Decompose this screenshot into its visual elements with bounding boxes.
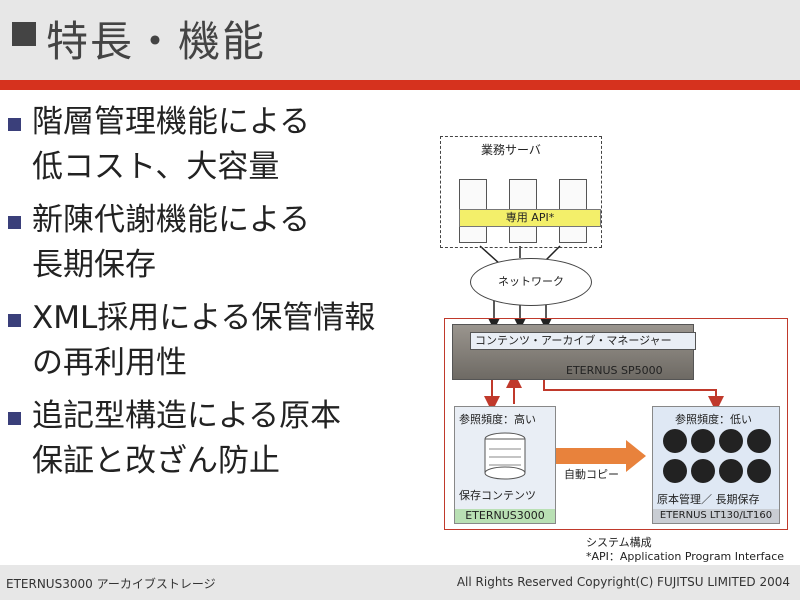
title-bar: 特長・機能 <box>0 0 800 80</box>
api-band: 専用 API* <box>459 209 601 227</box>
bullet-line: 長期保存 <box>32 247 156 283</box>
tape-cartridge-icon <box>747 459 771 483</box>
tape-cartridge-icon <box>719 429 743 453</box>
bullet-line: 追記型構造による原本 <box>32 398 342 434</box>
business-server-group: 業務サーバ 専用 API* <box>440 136 602 248</box>
footer-copyright: All Rights Reserved Copyright(C) FUJITSU… <box>456 575 790 589</box>
system-diagram: 業務サーバ 専用 API* ネットワーク コンテンツ・アーカイブ・マネージャー … <box>430 128 800 568</box>
tape-storage-panel: 参照頻度：低い 原本管理／ 長期保存 ETERNUS LT130/LT160 <box>652 406 780 524</box>
tape-content-label: 原本管理／ 長期保存 <box>657 493 760 506</box>
disk-frequency-label: 参照頻度：高い <box>459 413 536 426</box>
bullet-line: の再利用性 <box>32 345 187 381</box>
bullet-line: XML採用による保管情報 <box>32 300 376 336</box>
bullet-line: 階層管理機能による <box>32 104 311 140</box>
tape-cartridge-icon <box>691 429 715 453</box>
tape-cartridge-icon <box>663 459 687 483</box>
title-square-icon <box>12 22 36 46</box>
tape-model-label: ETERNUS LT130/LT160 <box>653 509 779 523</box>
tape-cartridge-icon <box>747 429 771 453</box>
bullet-square-icon <box>8 118 21 131</box>
bullet-line: 保証と改ざん防止 <box>32 443 280 479</box>
bullet-line: 低コスト、大容量 <box>32 149 280 185</box>
disk-storage-panel: 参照頻度：高い 保存コンテンツ ETERNUS3000 <box>454 406 556 524</box>
tape-cartridge-icon <box>719 459 743 483</box>
disk-content-label: 保存コンテンツ <box>459 489 536 502</box>
disk-model-label: ETERNUS3000 <box>455 509 555 523</box>
bullet-square-icon <box>8 412 21 425</box>
archive-manager-label: コンテンツ・アーカイブ・マネージャー <box>470 332 696 350</box>
disk-stack-icon <box>484 432 526 480</box>
tape-cartridge-icon <box>663 429 687 453</box>
bullet-item: 階層管理機能による 低コスト、大容量 <box>6 100 426 190</box>
sp-model-label: ETERNUS SP5000 <box>566 364 663 377</box>
bullet-square-icon <box>8 314 21 327</box>
api-footnote: *API：Application Program Interface <box>586 550 785 563</box>
diagram-caption: システム構成 <box>586 536 652 549</box>
auto-copy-label: 自動コピー <box>564 468 619 481</box>
network-cloud: ネットワーク <box>470 258 592 306</box>
bullet-item: 追記型構造による原本 保証と改ざん防止 <box>6 394 426 484</box>
bullet-line: 新陳代謝機能による <box>32 202 311 238</box>
tape-frequency-label: 参照頻度：低い <box>675 413 752 426</box>
title-rule <box>0 80 800 90</box>
footer-bar: ETERNUS3000 アーカイブストレージ All Rights Reserv… <box>0 565 800 600</box>
business-server-label: 業務サーバ <box>481 143 541 157</box>
sp-tape-arrow <box>543 378 724 412</box>
tape-cartridge-icon <box>691 459 715 483</box>
footer-product: ETERNUS3000 アーカイブストレージ <box>6 577 216 591</box>
bullet-item: 新陳代謝機能による 長期保存 <box>6 198 426 288</box>
auto-copy-arrow <box>556 440 646 472</box>
bullet-item: XML採用による保管情報 の再利用性 <box>6 296 426 386</box>
bullet-list: 階層管理機能による 低コスト、大容量 新陳代謝機能による 長期保存 XML採用に… <box>6 100 426 492</box>
slide-title: 特長・機能 <box>46 17 267 66</box>
storage-frame <box>444 318 788 530</box>
tape-library-grid <box>663 429 771 485</box>
bullet-square-icon <box>8 216 21 229</box>
